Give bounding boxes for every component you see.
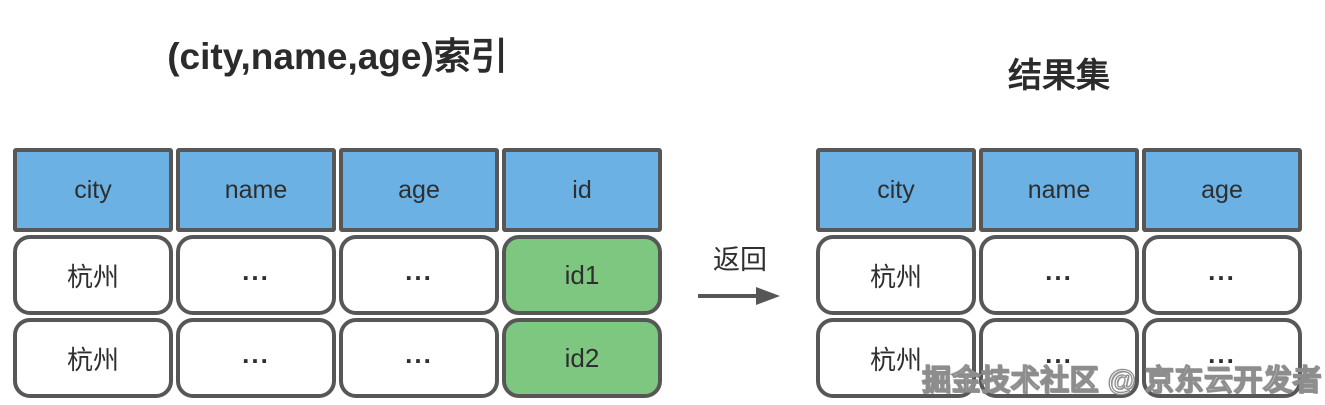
result-header-name: name <box>979 148 1139 232</box>
watermark-text: 掘金技术社区 @ 京东云开发者 <box>921 364 1322 397</box>
index-header-age: age <box>339 148 499 232</box>
result-cell-row2-city: 杭州 <box>816 318 976 398</box>
index-cell-row1-city: 杭州 <box>13 235 173 315</box>
ellipsis-value: ... <box>242 255 270 286</box>
index-cell-row2-age: ... <box>339 318 499 398</box>
result-cell-row2-name: ... <box>979 318 1139 398</box>
index-header-id: id <box>502 148 662 232</box>
index-cell-row1-name: ... <box>176 235 336 315</box>
return-arrow-group: 返回 <box>694 238 786 307</box>
ellipsis-value: ... <box>242 338 270 369</box>
ellipsis-value: ... <box>1208 255 1236 286</box>
ellipsis-value: ... <box>1208 338 1236 369</box>
result-cell-row1-city: 杭州 <box>816 235 976 315</box>
index-cell-row2-name: ... <box>176 318 336 398</box>
result-table: city name age 杭州 ... ... 杭州 ... ... <box>816 148 1302 398</box>
index-header-name: name <box>176 148 336 232</box>
index-header-city: city <box>13 148 173 232</box>
index-table: city name age id 杭州 ... ... id1 杭州 ... .… <box>13 148 662 398</box>
result-header-city: city <box>816 148 976 232</box>
result-cell-row2-age: ... <box>1142 318 1302 398</box>
result-cell-row1-name: ... <box>979 235 1139 315</box>
ellipsis-value: ... <box>405 338 433 369</box>
return-arrow-label: 返回 <box>713 245 767 275</box>
ellipsis-value: ... <box>405 255 433 286</box>
ellipsis-value: ... <box>1045 338 1073 369</box>
index-cell-row1-id: id1 <box>502 235 662 315</box>
result-set-title: 结果集 <box>1008 57 1110 95</box>
index-cell-row1-age: ... <box>339 235 499 315</box>
ellipsis-value: ... <box>1045 255 1073 286</box>
right-arrow-icon <box>698 287 780 305</box>
result-cell-row1-age: ... <box>1142 235 1302 315</box>
result-header-age: age <box>1142 148 1302 232</box>
index-table-title: (city,name,age)索引 <box>167 36 508 77</box>
index-cell-row2-city: 杭州 <box>13 318 173 398</box>
index-cell-row2-id: id2 <box>502 318 662 398</box>
